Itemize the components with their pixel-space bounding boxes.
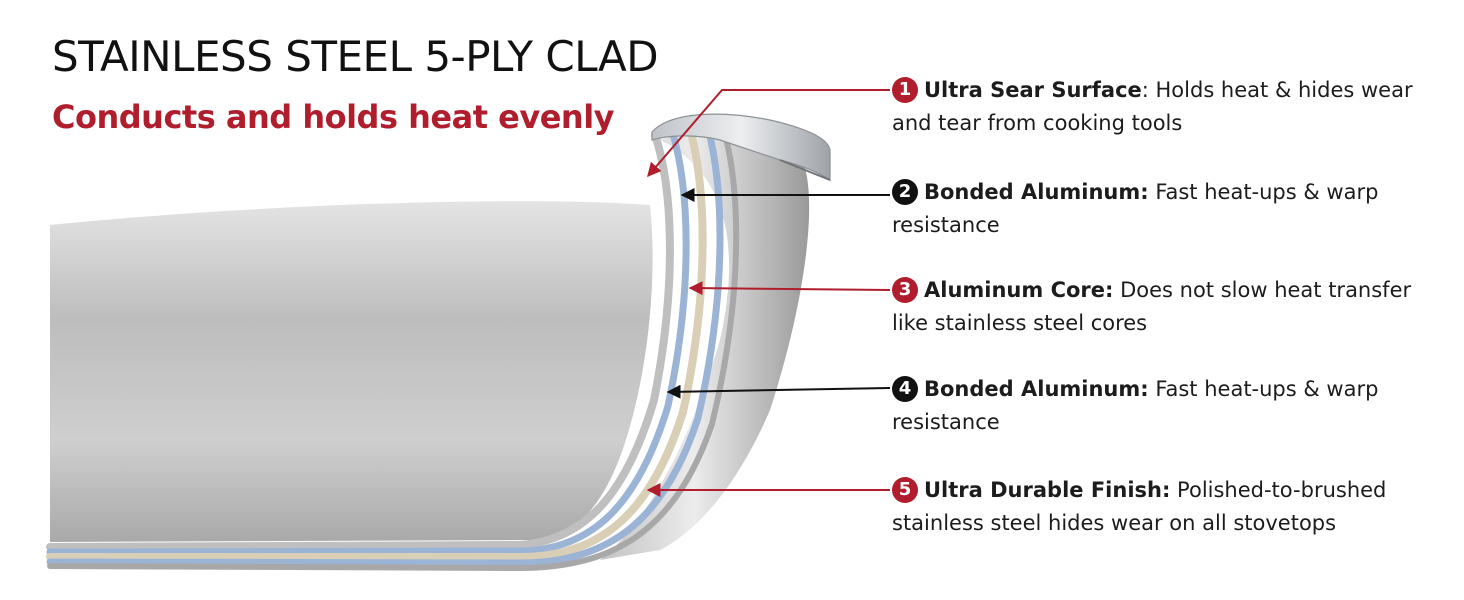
number-badge-3: 3: [892, 277, 918, 303]
number-badge-4: 4: [892, 376, 918, 402]
callout-5-term: Ultra Durable Finish:: [924, 478, 1171, 502]
callout-3-term: Aluminum Core:: [924, 278, 1114, 302]
leader-line-4: [666, 384, 891, 399]
ply-layer-aluminum-core: [46, 125, 707, 561]
ply-layer-bonded-aluminum-2: [46, 124, 724, 567]
outer-wall-surface: [600, 131, 810, 560]
number-badge-2: 2: [892, 179, 918, 205]
callout-1-desc: : Holds heat & hides wear and tear from …: [892, 78, 1413, 135]
number-badge-1: 1: [892, 77, 918, 103]
ply-layer-stainless-inner: [46, 131, 674, 551]
callout-3-desc: Does not slow heat transfer like stainle…: [892, 278, 1412, 335]
callout-2-term: Bonded Aluminum:: [924, 180, 1149, 204]
callout-2-desc: Fast heat-ups & warp resistance: [892, 180, 1379, 237]
callout-4-term: Bonded Aluminum:: [924, 377, 1149, 401]
callout-1-term: Ultra Sear Surface: [924, 78, 1142, 102]
pan-inner-surface: [50, 201, 653, 542]
number-badge-5: 5: [892, 477, 918, 503]
callout-5-desc: Polished-to-brushed stainless steel hide…: [892, 478, 1387, 535]
callout-4-desc: Fast heat-ups & warp resistance: [892, 377, 1379, 434]
leader-line-3: [688, 281, 891, 296]
diagram-subtitle: Conducts and holds heat evenly: [52, 98, 615, 136]
ply-layers: [46, 124, 740, 572]
diagram-title: STAINLESS STEEL 5-PLY CLAD: [52, 32, 659, 81]
leader-line-1: [647, 89, 890, 178]
ply-layer-stainless-outer: [47, 127, 740, 572]
rim-edge-highlight: [779, 159, 831, 181]
pan-rim: [651, 113, 831, 182]
